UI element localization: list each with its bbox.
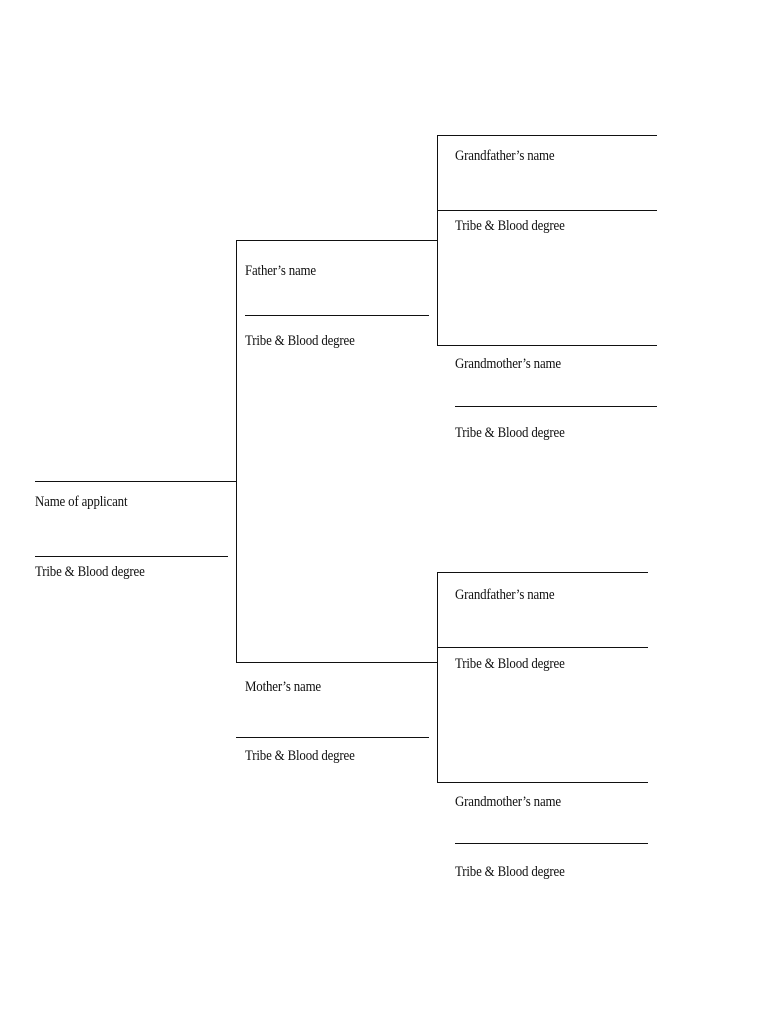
father-tribe-label: Tribe & Blood degree: [245, 333, 355, 349]
father-name-field-line[interactable]: [245, 315, 429, 316]
father-name-label: Father’s name: [245, 263, 316, 279]
paternal-grandfather-name-field-line[interactable]: [437, 210, 657, 211]
mother-top-line: [236, 662, 437, 663]
maternal-grandparents-bracket: [437, 572, 438, 782]
paternal-grandmother-top-line: [437, 345, 657, 346]
maternal-grandfather-tribe-label: Tribe & Blood degree: [455, 656, 565, 672]
paternal-grandmother-name-label: Grandmother’s name: [455, 356, 561, 372]
maternal-grandmother-name-label: Grandmother’s name: [455, 794, 561, 810]
applicant-parents-bracket: [236, 240, 237, 662]
applicant-name-field-line[interactable]: [35, 556, 228, 557]
maternal-grandfather-name-field-line[interactable]: [437, 647, 648, 648]
mother-tribe-label: Tribe & Blood degree: [245, 748, 355, 764]
paternal-grandparents-bracket: [437, 135, 438, 345]
paternal-grandmother-name-field-line[interactable]: [455, 406, 657, 407]
paternal-grandfather-tribe-label: Tribe & Blood degree: [455, 218, 565, 234]
paternal-grandfather-name-label: Grandfather’s name: [455, 148, 555, 164]
applicant-top-line: [35, 481, 237, 482]
applicant-name-label: Name of applicant: [35, 494, 128, 510]
applicant-tribe-label: Tribe & Blood degree: [35, 564, 145, 580]
mother-name-field-line[interactable]: [236, 737, 429, 738]
father-top-line: [236, 240, 437, 241]
maternal-grandmother-name-field-line[interactable]: [455, 843, 648, 844]
paternal-grandfather-top-line: [437, 135, 657, 136]
maternal-grandmother-tribe-label: Tribe & Blood degree: [455, 864, 565, 880]
mother-name-label: Mother’s name: [245, 679, 321, 695]
maternal-grandfather-name-label: Grandfather’s name: [455, 587, 555, 603]
paternal-grandmother-tribe-label: Tribe & Blood degree: [455, 425, 565, 441]
maternal-grandmother-top-line: [437, 782, 648, 783]
maternal-grandfather-top-line: [437, 572, 648, 573]
